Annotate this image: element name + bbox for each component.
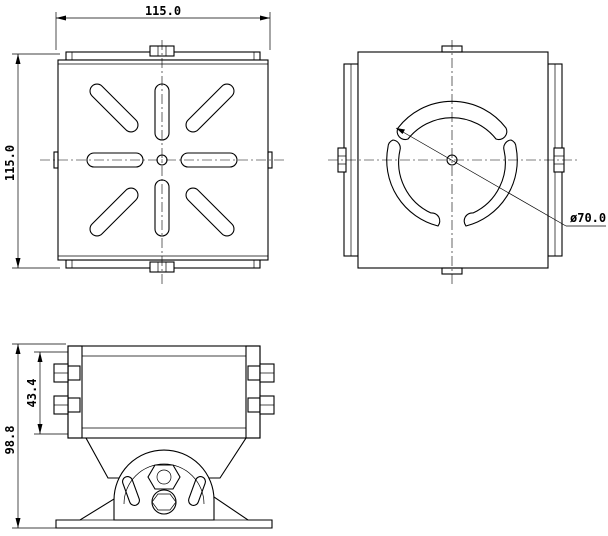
dim-spacing-label: 43.4 xyxy=(25,379,39,408)
side-view: ø70.0 xyxy=(328,40,606,284)
clamp-box xyxy=(67,345,261,439)
dim-height-label: 115.0 xyxy=(3,145,17,181)
arc-slots xyxy=(386,100,518,227)
top-view: 115.0 115.0 xyxy=(3,4,286,286)
dim-diameter-label: ø70.0 xyxy=(570,211,606,225)
front-view: 43.4 98.8 xyxy=(3,343,275,529)
hub-bolt xyxy=(151,489,177,515)
hub-nut xyxy=(147,464,181,490)
dim-total-height-label: 98.8 xyxy=(3,426,17,455)
dim-width-label: 115.0 xyxy=(145,4,181,18)
